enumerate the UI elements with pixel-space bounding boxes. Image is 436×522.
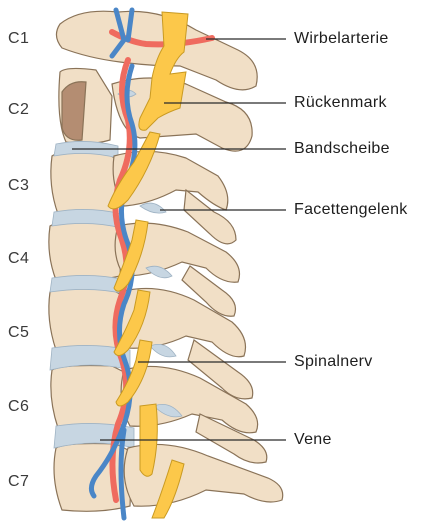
vertebra-label-c3: C3: [8, 177, 29, 195]
label-bandscheibe: Bandscheibe: [294, 140, 390, 158]
vertebra-label-c2: C2: [8, 101, 29, 119]
vertebra-label-c5: C5: [8, 324, 29, 342]
facet-joint-c5: [150, 344, 176, 357]
vertebra-label-c6: C6: [8, 398, 29, 416]
vertebra-label-c7: C7: [8, 473, 29, 491]
vertebra-label-c1: C1: [8, 30, 29, 48]
vertebra-c6-body: [51, 366, 128, 429]
label-vene: Vene: [294, 431, 332, 449]
label-wirbelarterie: Wirbelarterie: [294, 30, 389, 48]
label-spinalnerv: Spinalnerv: [294, 353, 373, 371]
label-rueckenmark: Rückenmark: [294, 94, 387, 112]
vertebra-c2-shadow: [62, 82, 86, 141]
label-facettengelenk: Facettengelenk: [294, 201, 408, 219]
vertebra-c5-body: [49, 288, 124, 351]
facet-joint-c3: [140, 203, 166, 213]
vertebra-c4-body: [49, 222, 122, 281]
vertebra-label-c4: C4: [8, 250, 29, 268]
